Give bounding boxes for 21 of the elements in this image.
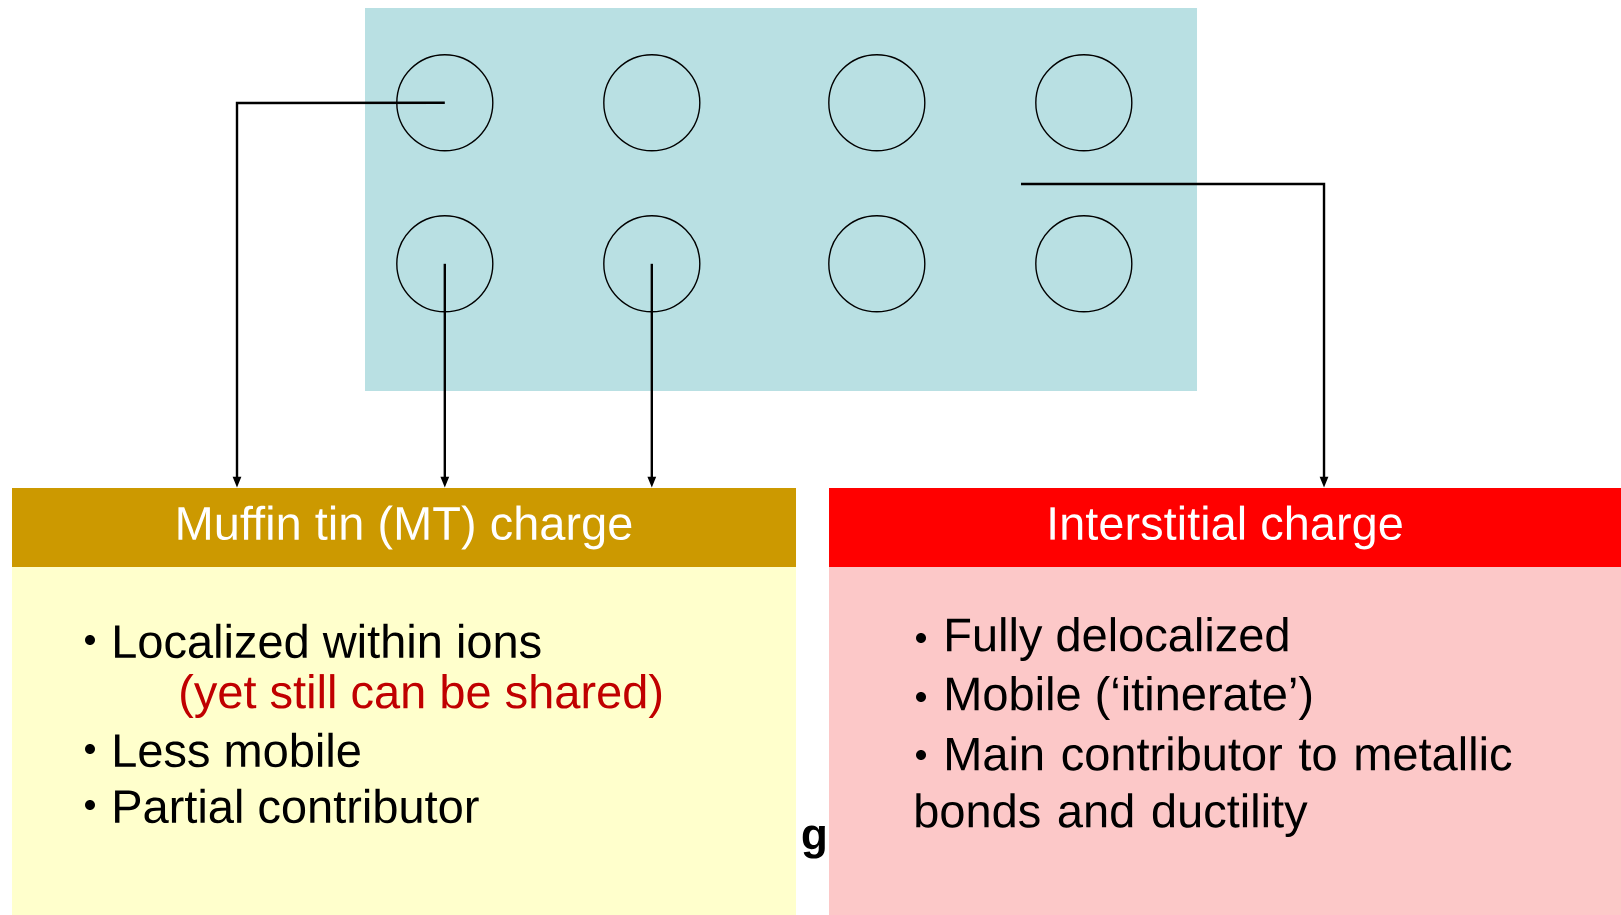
ion-circle (396, 54, 494, 152)
charge-box (12, 488, 796, 915)
lattice-panel (365, 8, 1197, 391)
ion-circle (1035, 215, 1133, 313)
bullet-item: Mobile (‘itinerate’) (916, 676, 1312, 720)
box-heading: Muffin tin (MT) charge (178, 505, 632, 550)
bullet-item: Fully delocalized (916, 617, 1288, 661)
ion-circle (1035, 54, 1133, 152)
fragment-text: g (802, 825, 825, 859)
ion-circle (603, 215, 701, 313)
bullet-item: Main contributor to metallic bonds and ductility (916, 736, 1512, 837)
ion-circle (396, 215, 494, 313)
ion-circle (603, 54, 701, 152)
bullet-item: Partial contributor (85, 788, 479, 824)
bullet-item: Less mobile (85, 732, 360, 768)
charge-box (829, 488, 1621, 915)
bullet-item: (yet still can be shared) (181, 674, 662, 718)
box-heading: Interstitial charge (1050, 505, 1402, 550)
ion-circle (828, 54, 926, 152)
ion-circle (828, 215, 926, 313)
bullet-item: Localized within ions (85, 623, 541, 659)
